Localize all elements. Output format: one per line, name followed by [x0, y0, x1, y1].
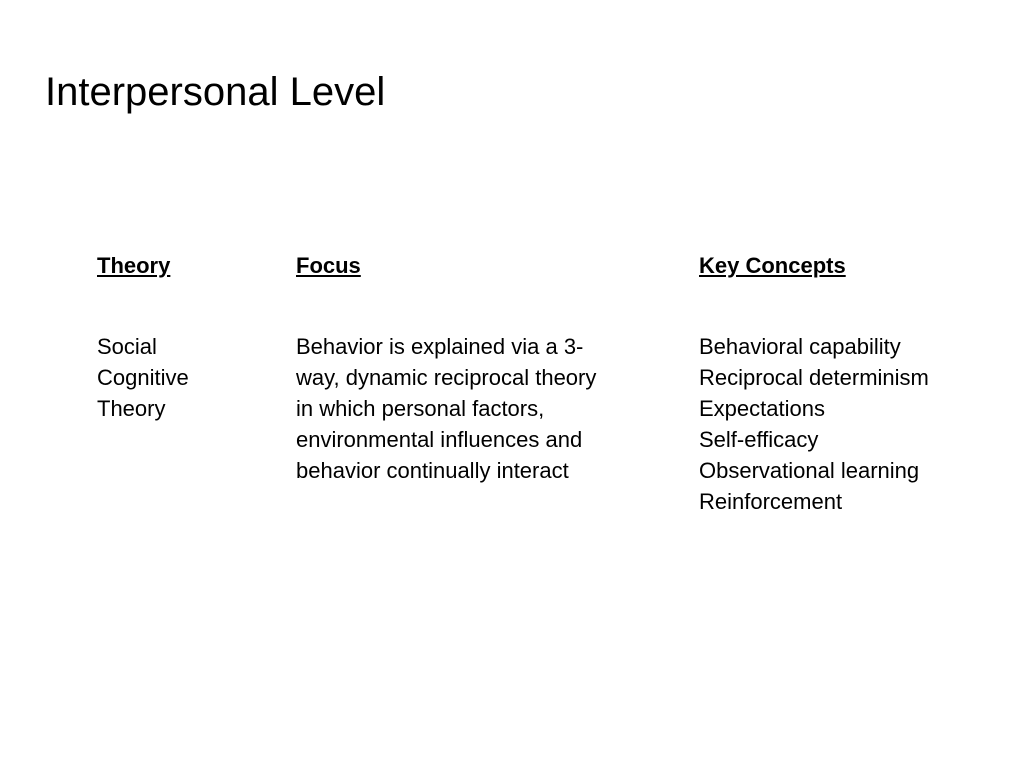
key-concepts-header: Key Concepts	[699, 253, 846, 278]
focus-line: way, dynamic reciprocal theory	[296, 365, 597, 390]
key-concept-item: Self-efficacy	[699, 427, 819, 452]
theory-line: Theory	[97, 396, 166, 421]
focus-line: Behavior is explained via a 3-	[296, 334, 584, 359]
theory-line: Social	[97, 334, 157, 359]
key-concept-item: Expectations	[699, 396, 825, 421]
key-concept-item: Observational learning	[699, 458, 920, 483]
focus-cell: Behavior is explained via a 3- way, dyna…	[296, 331, 681, 486]
theory-header: Theory	[97, 253, 171, 278]
key-concept-item: Behavioral capability	[699, 334, 901, 359]
key-concepts-list: Behavioral capability Reciprocal determi…	[699, 331, 1019, 517]
focus-line: environmental influences and	[296, 427, 583, 452]
focus-header: Focus	[296, 253, 361, 278]
key-concept-item: Reinforcement	[699, 489, 843, 514]
focus-line: in which personal factors,	[296, 396, 545, 421]
focus-line: behavior continually interact	[296, 458, 569, 483]
theory-line: Cognitive	[97, 365, 189, 390]
theory-cell: Social Cognitive Theory	[97, 331, 277, 424]
key-concept-item: Reciprocal determinism	[699, 365, 929, 390]
slide-title: Interpersonal Level	[45, 70, 386, 114]
